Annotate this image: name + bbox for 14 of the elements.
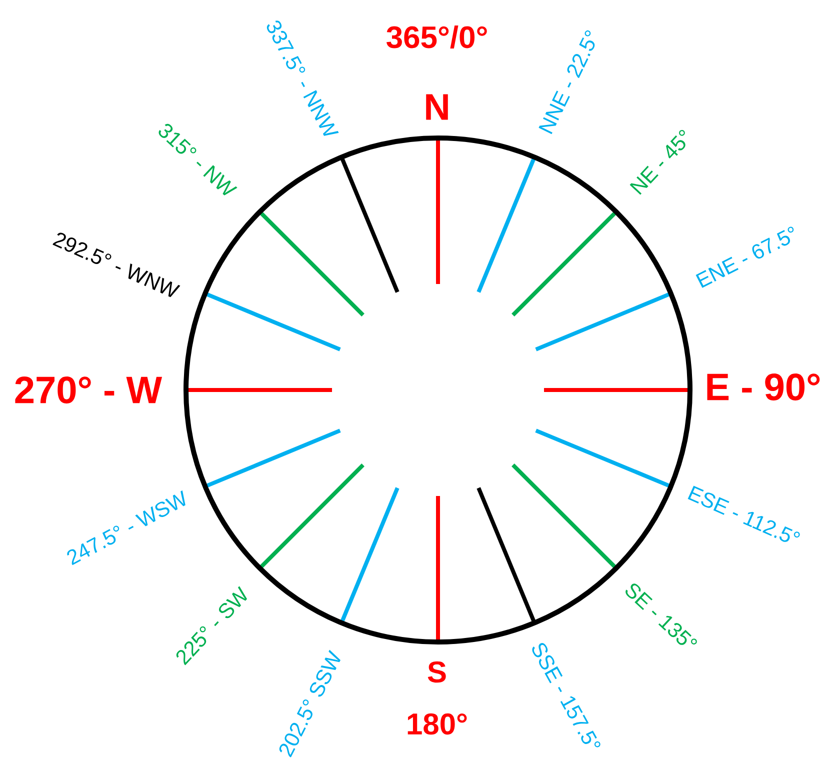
direction-label: ESE - 112.5° [688,486,800,542]
direction-label: 292.5° - WNW [52,232,180,298]
heading-label: E - 90° [707,374,820,400]
direction-label: 315° - NW [158,124,238,196]
heading-label: 180° [408,713,467,735]
direction-label: ENE - 67.5° [696,226,794,288]
direction-label: NNE - 22.5° [538,30,595,134]
heading-label: N [426,94,448,120]
direction-label: SE - 135° [626,584,697,645]
direction-label: 202.5° SSW [279,650,340,758]
heading-label: 270° - W [15,376,162,404]
direction-label: NE - 45° [630,130,686,195]
heading-label: S [428,661,446,683]
heading-label: 365°/0° [386,25,487,49]
